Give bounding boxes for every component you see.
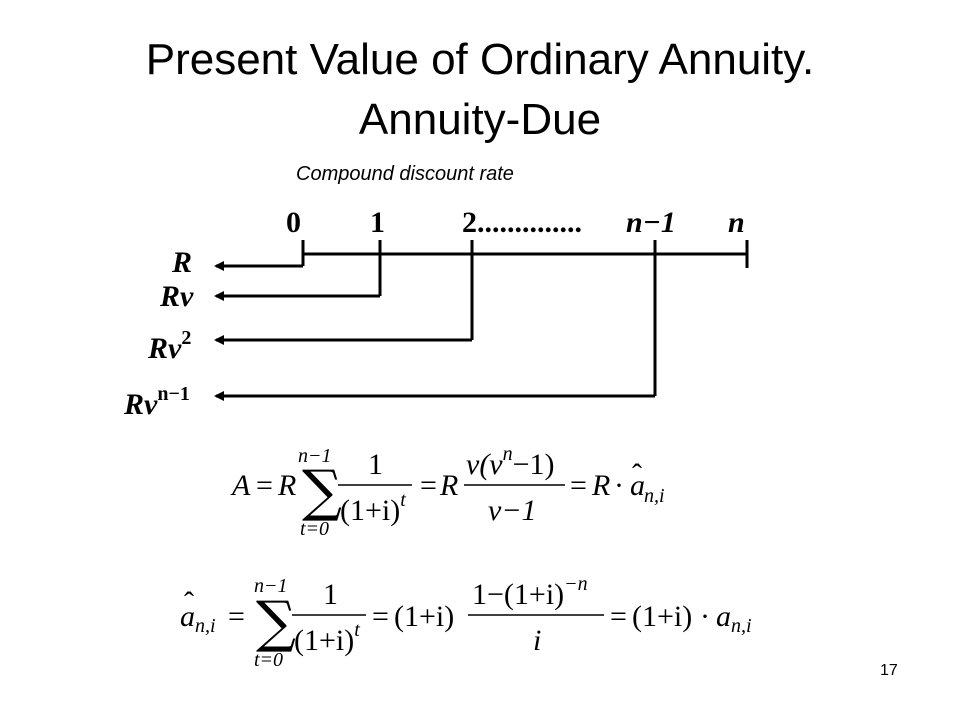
f1-R-1: R — [277, 469, 296, 502]
f2-eq-1: = — [228, 600, 245, 633]
f2-a: a — [180, 600, 195, 633]
f2-factor-2: (1+i) — [632, 600, 692, 633]
f2-frac1-num: 1 — [323, 578, 338, 611]
row-label-Rvn-1: Rvn−1 — [123, 383, 190, 421]
f2-frac1-den: (1+i)t — [294, 619, 360, 657]
f2-a-sub: n,i — [195, 615, 216, 637]
f2-dot: · — [700, 600, 710, 633]
discount-arrows — [214, 261, 655, 401]
f2-frac2-num: 1−(1+i)−n — [472, 573, 588, 611]
f1-sum-lower: t=0 — [300, 518, 329, 540]
f1-eq-3: = — [570, 469, 587, 502]
page-number: 17 — [880, 662, 898, 679]
tick-label-n: n — [728, 206, 745, 239]
tick-label-n-minus-1: n−1 — [626, 206, 676, 239]
f2-sum-upper: n−1 — [254, 575, 288, 597]
f1-R-2: R — [439, 469, 458, 502]
f1-sum-upper: n−1 — [298, 445, 332, 467]
f1-frac1-num: 1 — [368, 448, 383, 481]
f2-a-2-sub: n,i — [731, 615, 752, 637]
f2-frac2-den: i — [533, 624, 541, 657]
timeline-axis — [301, 240, 749, 396]
timeline-labels: 0 1 2.............. n−1 n — [286, 206, 745, 239]
row-labels: R Rv Rv2 Rvn−1 — [123, 246, 194, 421]
tick-label-0: 0 — [286, 206, 301, 239]
slide-title: Present Value of Ordinary Annuity. Annui… — [0, 30, 960, 150]
title-line-2: Annuity-Due — [358, 95, 602, 144]
f2-hat: ˆ — [184, 586, 194, 619]
f1-frac1-den: (1+i)t — [340, 489, 406, 527]
f1-frac2-den: v−1 — [488, 494, 537, 527]
f1-a-sub: n,i — [644, 485, 665, 507]
f2-sum-lower: t=0 — [254, 649, 283, 671]
f1-eq-2: = — [420, 469, 437, 502]
f2-eq-2: = — [372, 600, 389, 633]
f1-R-3: R — [591, 469, 610, 502]
f1-dot: · — [614, 469, 624, 502]
f2-factor-1: (1+i) — [394, 600, 454, 633]
f1-a: a — [630, 469, 645, 502]
tick-label-2: 2.............. — [462, 206, 582, 239]
f1-lhs: A — [230, 469, 251, 502]
formula-annuity-due-factor: ˆ a n,i = n−1 ∑ t=0 1 (1+i)t = (1+i) 1−(… — [180, 573, 752, 671]
f2-eq-3: = — [610, 600, 627, 633]
f1-eq-1: = — [256, 469, 273, 502]
f1-hat: ˆ — [632, 458, 642, 491]
row-label-Rv2: Rv2 — [147, 327, 191, 365]
title-line-1: Present Value of Ordinary Annuity. — [145, 35, 815, 84]
f1-frac2-num: v(vn−1) — [466, 443, 555, 481]
f1-sigma: ∑ — [302, 459, 342, 524]
f2-sigma: ∑ — [256, 590, 296, 655]
subtitle: Compound discount rate — [296, 163, 514, 185]
row-label-Rv: Rv — [159, 280, 194, 313]
formula-annuity-due-pv: A = R n−1 ∑ t=0 1 (1+i)t = R v(vn−1) v−1… — [230, 443, 665, 540]
tick-label-1: 1 — [370, 206, 385, 239]
row-label-R: R — [171, 246, 192, 279]
f2-a-2: a — [716, 600, 731, 633]
